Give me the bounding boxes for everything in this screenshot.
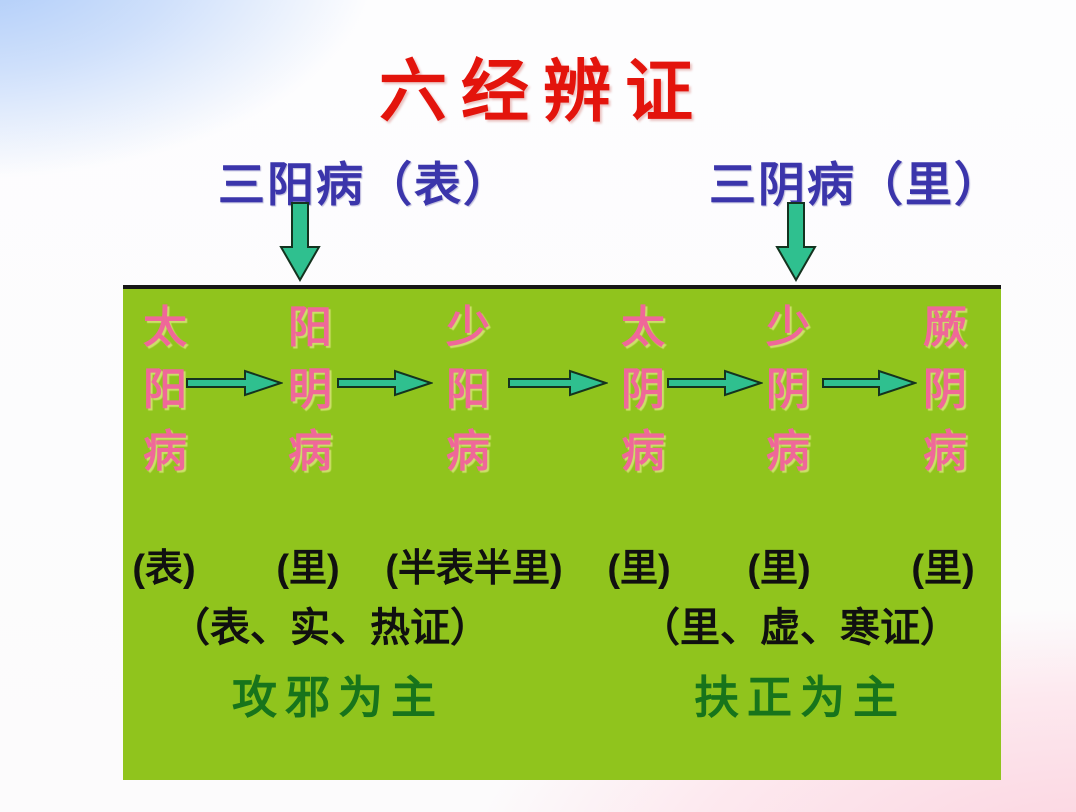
stage-location-label: (里) [747, 548, 811, 590]
stage-column-shaoyin: 少阴病 [766, 303, 810, 476]
stage-location-label: (表) [132, 548, 196, 590]
stage-column-shaoyang: 少阳病 [446, 303, 490, 476]
syndrome-summary-yang: （表、实、热证） [170, 605, 490, 650]
stage-column-yangming: 阳明病 [288, 303, 332, 476]
right-arrow-icon [822, 369, 919, 402]
right-arrow-icon [508, 369, 610, 402]
treatment-principle-support: 扶正为主 [693, 672, 907, 723]
stage-column-jueyin: 厥阴病 [923, 303, 967, 476]
stage-location-label: (里) [607, 548, 671, 590]
down-arrow-icon [279, 202, 321, 287]
six-stage-diagram-box: 太阳病 阳明病 少阳病 太阴病 少阴病 厥阴病 (表) (里) (半表半里) (… [123, 285, 1001, 780]
right-arrow-icon [337, 369, 435, 402]
page-title: 六经辨证 [378, 54, 707, 130]
heading-three-yang: 三阳病（表） [218, 158, 512, 211]
stage-location-label: (里) [911, 548, 975, 590]
stage-location-label: (里) [276, 548, 340, 590]
stage-column-taiyang: 太阳病 [143, 303, 187, 476]
heading-three-yin: 三阴病（里） [709, 158, 1003, 211]
right-arrow-icon [186, 369, 285, 402]
stage-location-label: (半表半里) [385, 548, 563, 590]
syndrome-summary-yin: （里、虚、寒证） [640, 605, 960, 650]
treatment-principle-attack: 攻邪为主 [231, 672, 445, 723]
down-arrow-icon [775, 202, 817, 287]
stage-column-taiyin: 太阴病 [621, 303, 665, 476]
right-arrow-icon [667, 369, 765, 402]
